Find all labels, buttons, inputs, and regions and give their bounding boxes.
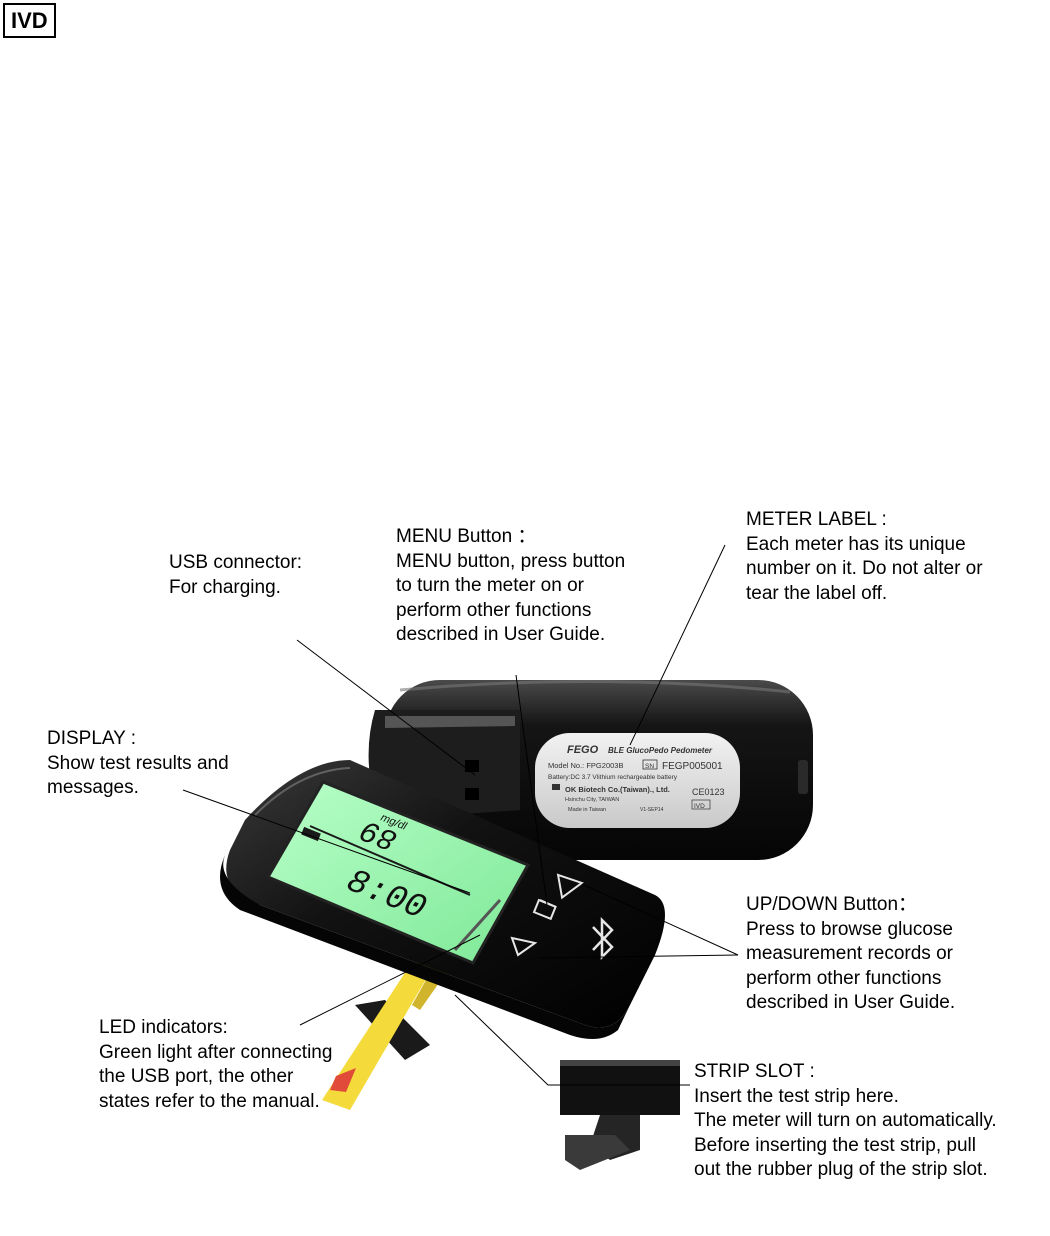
callout-line: described in User Guide.: [746, 992, 956, 1013]
strip-slot-inset: [560, 1060, 680, 1170]
callout-title: USB connector:: [169, 552, 303, 573]
meter-label-sticker: FEGO BLE GlucoPedo Pedometer Model No.: …: [535, 733, 740, 828]
callout-line: Press to browse glucose: [746, 918, 953, 940]
callout-meter-label: METER LABEL : Each meter has its unique …: [746, 508, 983, 606]
callout-line: tear the label off.: [746, 582, 888, 604]
leader-down: [539, 954, 739, 959]
callout-line: The meter will turn on automatically.: [694, 1110, 997, 1131]
label-sn: SN: [645, 763, 654, 770]
callout-line: perform other functions: [746, 967, 942, 989]
callout-line: perform other functions: [396, 599, 592, 621]
callout-line: Each meter has its unique: [746, 533, 966, 555]
back-meter: FEGO BLE GlucoPedo Pedometer Model No.: …: [368, 679, 813, 860]
callout-line: out the rubber plug of the strip slot.: [694, 1159, 988, 1180]
label-brand: FEGO: [567, 744, 599, 756]
label-maker: OK Biotech Co.(Taiwan)., Ltd.: [565, 785, 670, 794]
callout-display: DISPLAY : Show test results and messages…: [47, 727, 229, 801]
callout-line: number on it. Do not alter or: [746, 558, 983, 579]
leader-usb: [296, 639, 476, 776]
label-model: Model No.: FPG2003B: [548, 761, 623, 770]
leader-menu: [515, 674, 548, 906]
callout-line: measurement records or: [746, 943, 953, 964]
bluetooth-icon: [592, 916, 614, 961]
leader-strip: [454, 994, 690, 1086]
callout-title: LED indicators:: [99, 1017, 228, 1038]
ivd-badge: IVD: [3, 3, 56, 38]
callout-line: Insert the test strip here.: [694, 1085, 899, 1107]
callout-menu-button: MENU Button ： MENU button, press button …: [396, 525, 625, 648]
callout-title: METER LABEL :: [746, 509, 887, 530]
label-ce: CE0123: [692, 787, 725, 797]
callout-line: For charging.: [169, 576, 281, 598]
up-button[interactable]: [556, 871, 584, 900]
callout-line: described in User Guide.: [396, 624, 606, 645]
led-window: [453, 898, 502, 952]
callout-line: MENU button, press button: [396, 550, 626, 572]
label-product: BLE GlucoPedo Pedometer: [608, 746, 713, 755]
side-port: [798, 760, 808, 794]
callout-title: STRIP SLOT :: [694, 1061, 815, 1082]
label-version: V1-SEP14: [640, 807, 664, 813]
callout-up-down-button: UP/DOWN Button： Press to browse glucose …: [746, 893, 955, 1016]
callout-line: Green light after connecting: [99, 1041, 333, 1063]
label-city: Hsinchu City, TAIWAN: [565, 797, 619, 803]
leader-led: [299, 934, 481, 1026]
label-battery: Battery:DC 3.7 Vlithium rechargeable bat…: [548, 774, 678, 781]
callout-line: Before inserting the test strip, pull: [694, 1134, 976, 1156]
label-ivd: IVD: [694, 803, 705, 810]
leader-up: [581, 883, 739, 956]
callout-title: MENU Button ：: [396, 526, 537, 547]
label-serial: FEGP005001: [662, 761, 723, 772]
callout-line: the USB port, the other: [99, 1066, 294, 1087]
leader-display: [182, 789, 471, 894]
leader-lines: [182, 544, 739, 1086]
callout-line: to turn the meter on or: [396, 575, 584, 596]
callout-title: DISPLAY :: [47, 728, 137, 749]
down-button[interactable]: [510, 936, 538, 957]
callout-line: Show test results and: [47, 752, 229, 774]
callout-line: states refer to the manual.: [99, 1090, 320, 1112]
callout-line: messages.: [47, 777, 139, 798]
leader-label: [629, 544, 726, 746]
callout-title: UP/DOWN Button：: [746, 894, 918, 915]
label-origin: Made in Taiwan: [568, 807, 606, 813]
callout-usb-connector: USB connector: For charging.: [169, 551, 302, 600]
callout-strip-slot: STRIP SLOT : Insert the test strip here.…: [694, 1060, 997, 1183]
front-meter: mg/dl 89 8:00: [220, 760, 665, 1039]
callout-led-indicators: LED indicators: Green light after connec…: [99, 1016, 332, 1114]
